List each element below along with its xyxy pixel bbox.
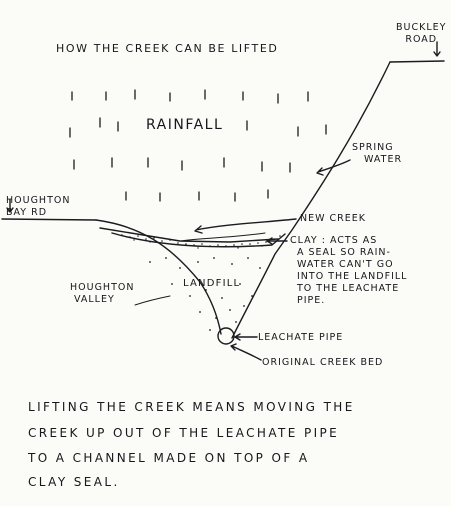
houghton-valley-label: HOUGHTON VALLEY [70,282,135,305]
clay-arrow [266,237,288,245]
rainfall-label: RAINFALL [146,117,224,133]
leachate-pipe-arrow [234,333,258,341]
buckley-road-label: BUCKLEY ROAD [396,22,447,45]
caption-line: TO A CHANNEL MADE ON TOP OF A [28,451,310,465]
spring-water-arrow [316,159,351,176]
houghton-bay-road-label: HOUGHTON BAY RD [6,195,71,218]
valley-left-slope [95,219,222,335]
new-creek-label: NEW CREEK [300,213,366,224]
landfill-surface [99,227,279,243]
houghton-valley-leader [134,295,171,306]
clay-seal-bottom [111,232,286,248]
rain-streaks [69,89,327,202]
original-creek-bed-label: ORIGINAL CREEK BED [262,357,384,368]
caption-line: LIFTING THE CREEK MEANS MOVING THE [28,400,355,414]
buckley-road-arrow [433,41,441,57]
new-creek-arrow [194,218,297,234]
clay-stipple [121,234,281,249]
caption-line: CLAY SEAL. [28,475,120,489]
leachate-pipe [217,327,235,345]
leachate-pipe-label: LEACHATE PIPE [258,332,344,343]
houghton-bay-arrow [6,199,14,213]
houghton-bay-road-line [1,218,97,221]
original-creek-bed-arrow [230,343,262,361]
landfill-stipple [149,257,261,331]
new-creek-channel [179,232,266,242]
diagram-title: HOW THE CREEK CAN BE LIFTED [56,42,279,55]
landfill-label: LANDFILL [183,278,241,289]
spring-water-label: SPRING WATER [352,142,403,165]
caption-line: CREEK UP OUT OF THE LEACHATE PIPE [28,426,340,440]
valley-right-slope [231,61,391,339]
clay-note: CLAY : ACTS AS A SEAL SO RAIN- WATER CAN… [290,235,408,306]
buckley-road-line [389,60,445,63]
